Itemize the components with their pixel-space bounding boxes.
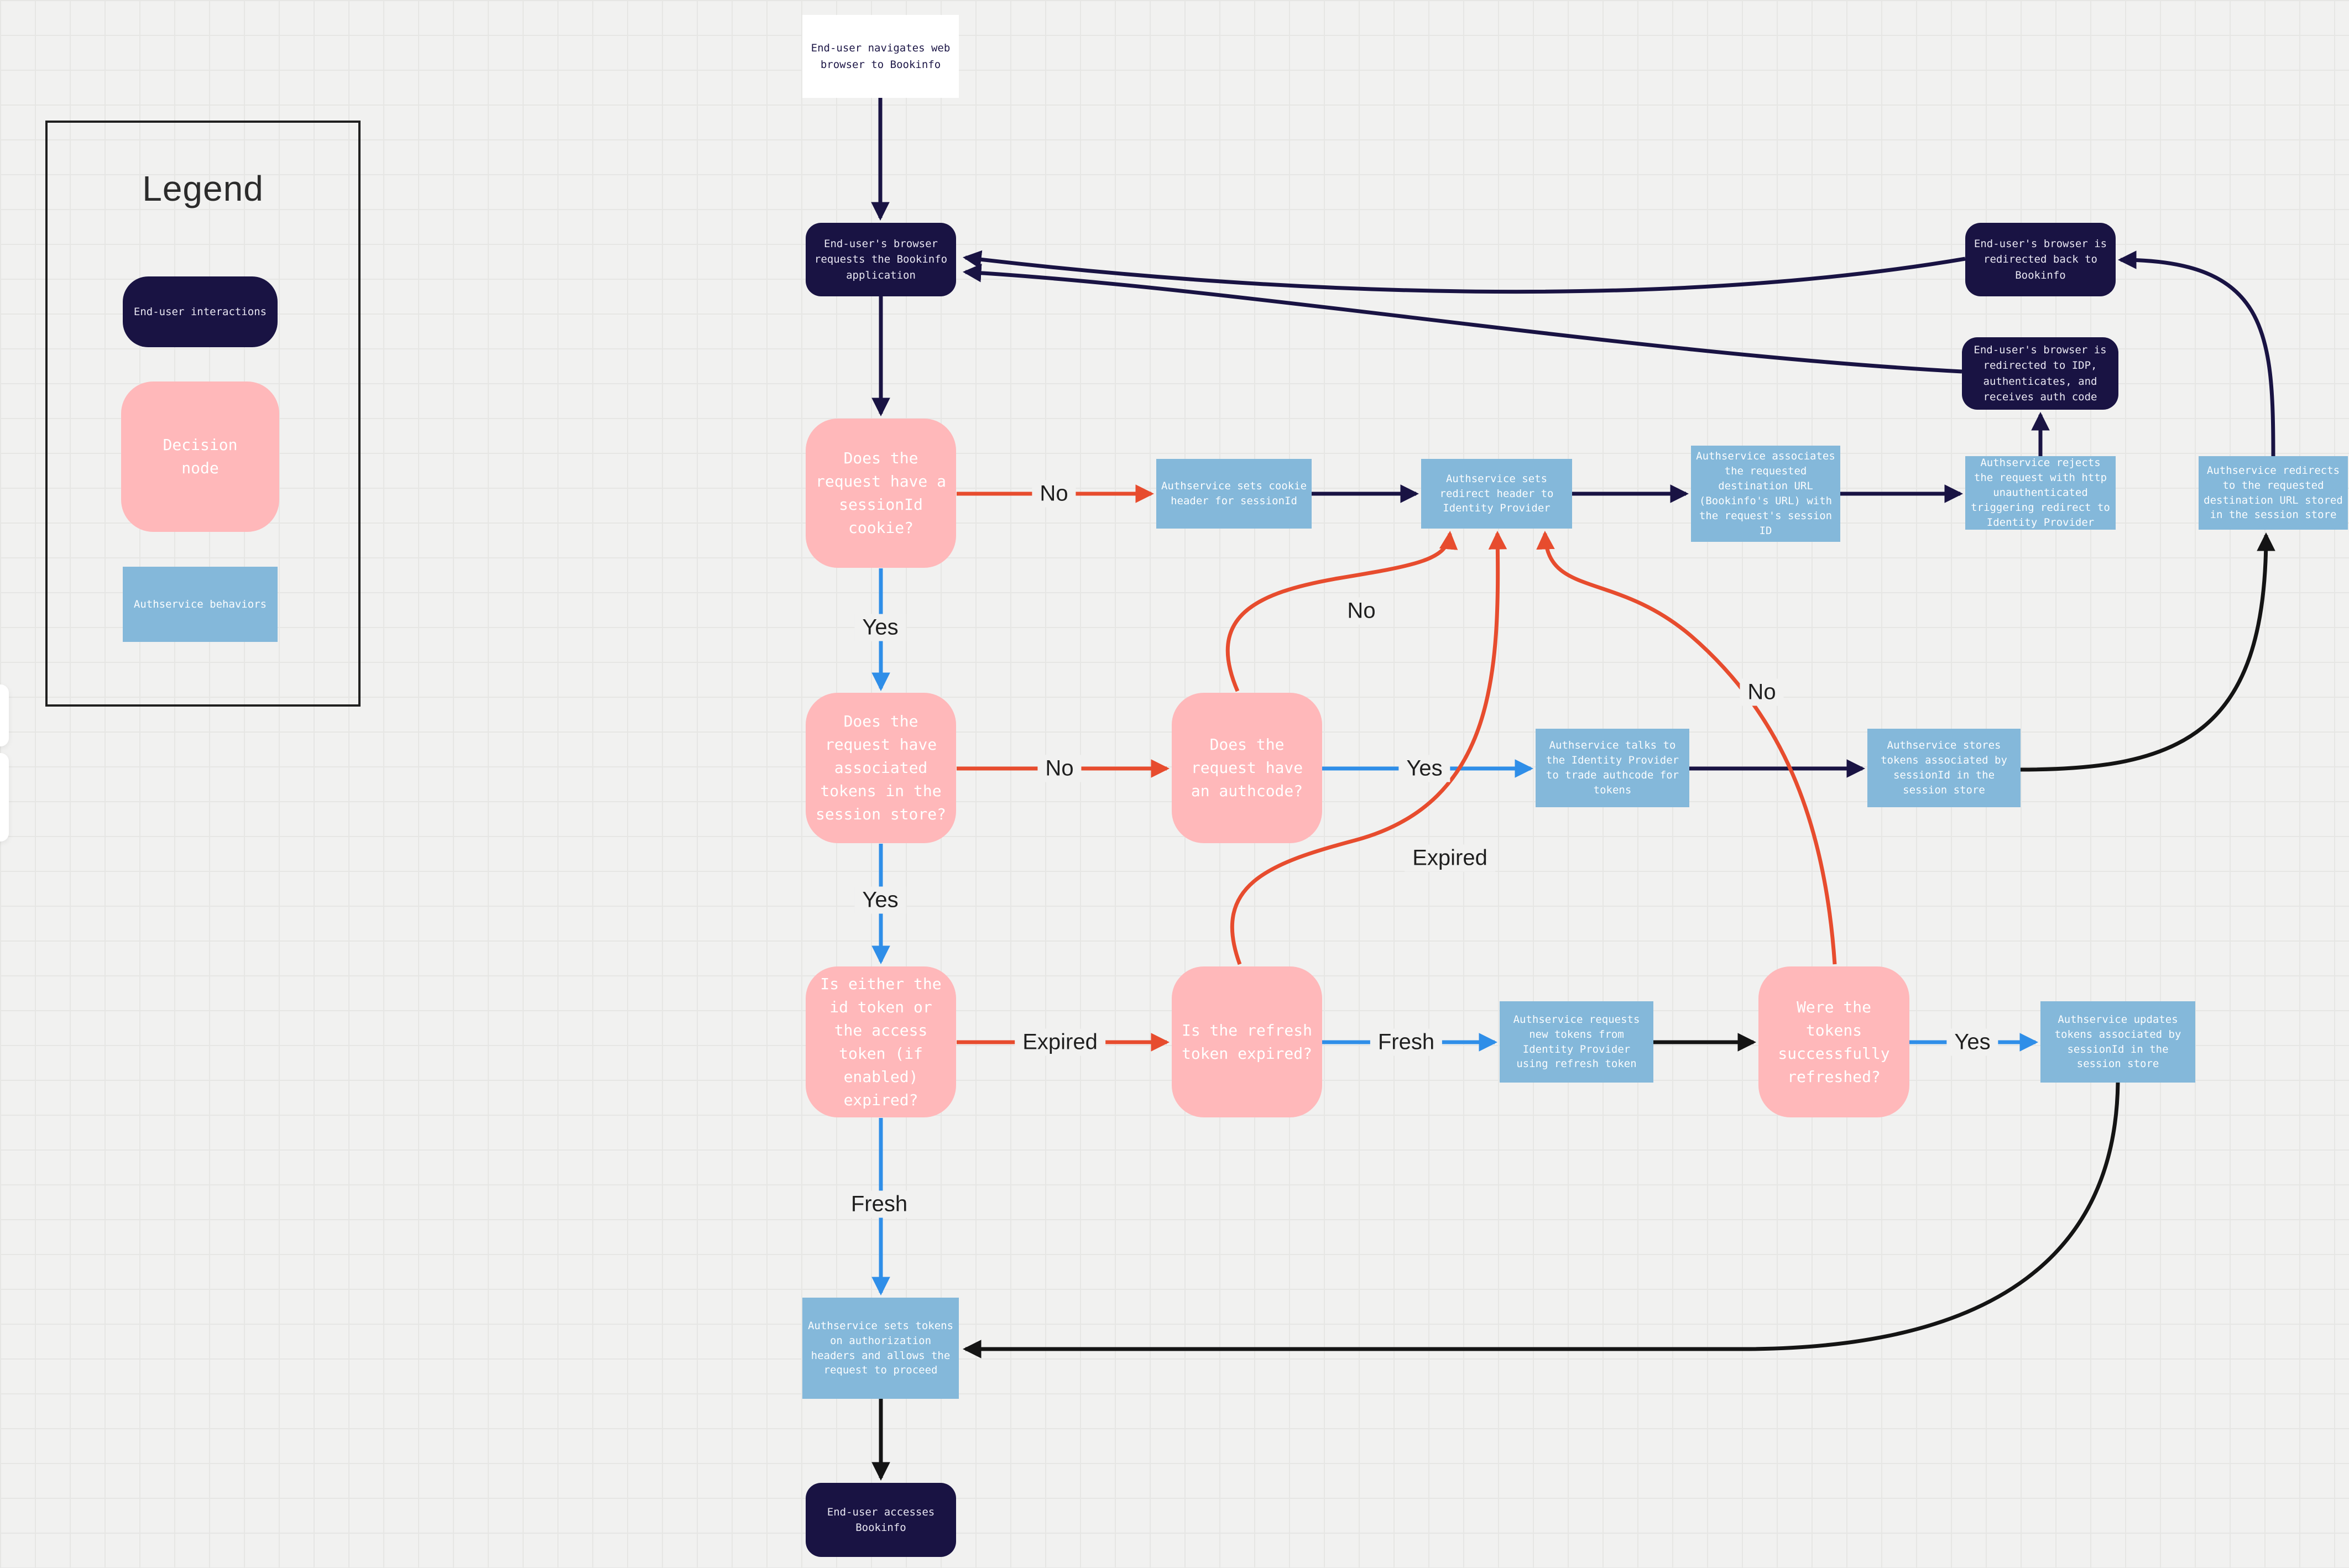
legend-item-end-user: End-user interactions [123,276,278,347]
node-redirected-back: End-user's browser is redirected back to… [1965,223,2116,296]
edge-label-no: No [1339,597,1384,625]
node-redirected-idp: End-user's browser is redirected to IDP,… [1962,337,2118,410]
edge-label-expired: Expired [1405,844,1495,872]
edge-label-expired: Expired [1015,1028,1105,1056]
node-sets-authorization-headers: Authservice sets tokens on authorization… [802,1298,959,1399]
node-accesses-bookinfo: End-user accesses Bookinfo [806,1483,956,1557]
edge-label-yes: Yes [854,614,906,641]
node-decision-refresh-expired: Is the refresh token expired? [1172,966,1322,1117]
edge-label-yes: Yes [1946,1028,1998,1056]
node-start: End-user navigates web browser to Bookin… [802,15,959,98]
node-updates-tokens: Authservice updates tokens associated by… [2040,1001,2195,1083]
node-decision-tokens-in-store: Does the request have associated tokens … [806,693,956,843]
edge-stores-to-redirectsdest [2020,532,2275,772]
edge-label-no: No [1032,480,1076,508]
node-redirects-destination: Authservice redirects to the requested d… [2199,456,2348,530]
edge-label-no: No [1037,755,1082,782]
edge-redirectsdest-to-back [2117,250,2275,457]
edge-label-fresh: Fresh [1370,1028,1443,1056]
node-stores-tokens: Authservice stores tokens associated by … [1867,729,2021,807]
edge-refreshed-no-to-redirect [1536,530,1837,965]
legend-panel: Legend End-user interactions Decision no… [45,121,361,707]
edge-label-no: No [1740,678,1784,706]
node-rejects-request: Authservice rejects the request with htt… [1965,456,2116,530]
node-decision-authcode: Does the request have an authcode? [1172,693,1322,843]
legend-title: Legend [142,169,264,208]
node-decision-token-expired: Is either the id token or the access tok… [806,966,956,1117]
canvas-edge-shape [0,684,9,746]
node-associates-destination: Authservice associates the requested des… [1691,446,1840,542]
node-browser-requests: End-user's browser requests the Bookinfo… [806,223,956,296]
node-requests-new-tokens: Authservice requests new tokens from Ide… [1500,1001,1653,1083]
node-sets-cookie-header: Authservice sets cookie header for sessi… [1156,459,1312,529]
legend-item-decision-text: Decision node [163,436,238,477]
node-decision-tokens-refreshed: Were the tokens successfully refreshed? [1758,966,1909,1117]
edge-back-to-requests [962,250,1966,294]
edge-label-yes: Yes [854,886,906,914]
legend-item-decision: Decision node [121,381,279,532]
edge-updates-to-setstokens [962,1082,2120,1358]
node-decision-session-cookie: Does the request have a sessionId cookie… [806,419,956,568]
node-talks-to-idp: Authservice talks to the Identity Provid… [1536,729,1689,807]
canvas-edge-shape [0,753,9,842]
edge-refresh-expired-to-redirect [1230,530,1507,965]
edge-idp-to-requests [962,263,1962,374]
edge-authcode-no-to-redirect [1225,530,1458,692]
node-sets-redirect-header: Authservice sets redirect header to Iden… [1421,459,1572,529]
edge-label-fresh: Fresh [843,1190,916,1218]
legend-item-authservice: Authservice behaviors [123,567,278,642]
edge-label-yes: Yes [1398,755,1450,782]
